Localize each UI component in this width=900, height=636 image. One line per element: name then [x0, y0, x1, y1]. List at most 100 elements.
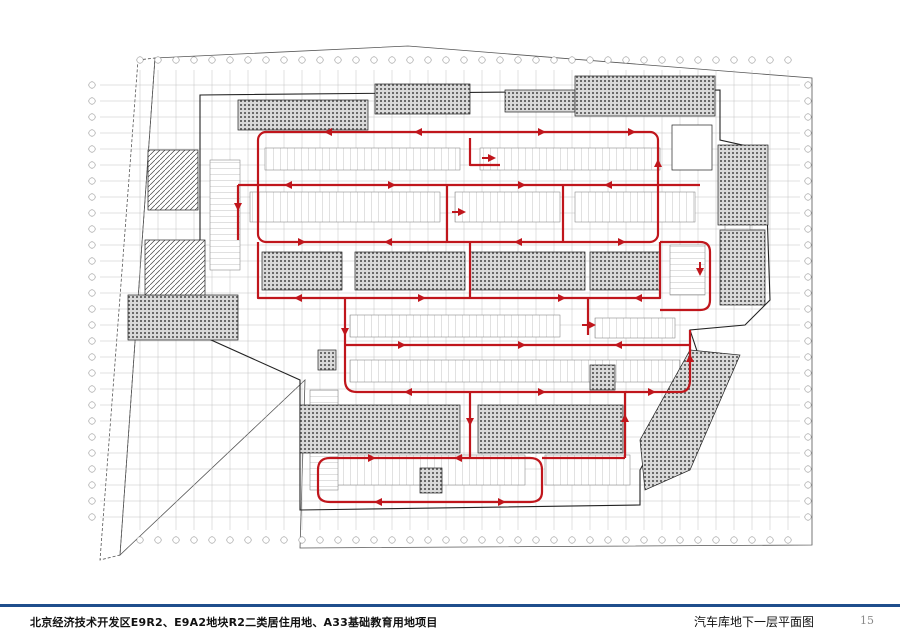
axis-bubble	[226, 536, 234, 544]
project-title: 北京经济技术开发区E9R2、E9A2地块R2二类居住用地、A33基础教育用地项目	[30, 616, 438, 629]
axis-bubble	[460, 56, 468, 64]
axis-bubble	[804, 177, 812, 185]
axis-bubble	[586, 536, 594, 544]
axis-bubble	[88, 257, 96, 265]
axis-bubble	[88, 321, 96, 329]
axis-bubble	[88, 385, 96, 393]
axis-bubble	[604, 56, 612, 64]
axis-bubble	[784, 56, 792, 64]
axis-bubble	[88, 113, 96, 121]
axis-bubble	[442, 536, 450, 544]
axis-bubble	[804, 257, 812, 265]
axis-bubble	[804, 81, 812, 89]
axis-bubble	[604, 536, 612, 544]
axis-bubble	[676, 56, 684, 64]
route-arrows	[234, 128, 704, 506]
axis-bubble	[804, 401, 812, 409]
axis-bubble	[622, 56, 630, 64]
axis-bubble	[478, 56, 486, 64]
axis-bubble	[804, 433, 812, 441]
axis-bubble	[244, 536, 252, 544]
axis-bubble	[532, 536, 540, 544]
axis-bubble	[712, 536, 720, 544]
axis-bubble	[154, 56, 162, 64]
axis-bubble	[460, 536, 468, 544]
axis-bubble	[190, 536, 198, 544]
axis-bubble	[88, 353, 96, 361]
axis-bubble	[406, 536, 414, 544]
axis-bubble	[334, 56, 342, 64]
axis-bubble	[804, 385, 812, 393]
axis-bubble	[550, 536, 558, 544]
axis-bubble	[424, 536, 432, 544]
floor-plan-svg	[88, 45, 813, 561]
axis-bubble	[334, 536, 342, 544]
axis-bubble	[766, 536, 774, 544]
axis-bubble	[280, 536, 288, 544]
axis-bubble	[88, 81, 96, 89]
axis-bubble	[370, 56, 378, 64]
axis-bubble	[442, 56, 450, 64]
axis-bubble	[88, 273, 96, 281]
axis-bubble	[88, 97, 96, 105]
axis-bubble	[262, 56, 270, 64]
axis-bubble	[694, 536, 702, 544]
axis-bubble	[88, 433, 96, 441]
axis-bubble	[88, 209, 96, 217]
axis-bubble	[88, 193, 96, 201]
axis-bubble	[804, 97, 812, 105]
axis-bubble	[172, 536, 180, 544]
axis-bubble	[676, 536, 684, 544]
axis-bubble	[208, 56, 216, 64]
axis-bubble	[370, 536, 378, 544]
axis-bubble	[514, 56, 522, 64]
axis-bubble	[804, 289, 812, 297]
axis-bubble	[514, 536, 522, 544]
axis-bubble	[88, 417, 96, 425]
axis-bubble	[804, 465, 812, 473]
axis-bubble	[88, 129, 96, 137]
axis-bubble	[172, 56, 180, 64]
page-number: 15	[860, 614, 874, 627]
axis-bubble	[352, 536, 360, 544]
axis-bubble	[406, 56, 414, 64]
axis-bubble	[244, 56, 252, 64]
axis-bubbles	[88, 56, 812, 544]
axis-bubble	[804, 241, 812, 249]
floor-plan-drawing	[88, 45, 813, 561]
axis-bubble	[640, 536, 648, 544]
axis-bubble	[730, 56, 738, 64]
building-cores	[127, 75, 769, 494]
axis-bubble	[88, 449, 96, 457]
axis-bubble	[208, 536, 216, 544]
axis-bubble	[804, 497, 812, 505]
axis-bubble	[88, 337, 96, 345]
footer-rule	[0, 604, 900, 607]
axis-bubble	[622, 536, 630, 544]
axis-bubble	[496, 536, 504, 544]
axis-bubble	[88, 369, 96, 377]
axis-bubble	[730, 536, 738, 544]
axis-bubble	[804, 513, 812, 521]
axis-bubble	[88, 145, 96, 153]
garage-outline	[199, 89, 771, 511]
axis-bubble	[88, 465, 96, 473]
axis-bubble	[712, 56, 720, 64]
axis-bubble	[280, 56, 288, 64]
axis-bubble	[388, 56, 396, 64]
axis-bubble	[694, 56, 702, 64]
axis-bubble	[804, 369, 812, 377]
drawing-title: 汽车库地下一层平面图	[694, 615, 815, 629]
axis-bubble	[388, 536, 396, 544]
axis-bubble	[88, 481, 96, 489]
axis-bubble	[804, 273, 812, 281]
axis-bubble	[804, 321, 812, 329]
axis-bubble	[88, 225, 96, 233]
axis-bubble	[804, 481, 812, 489]
axis-bubble	[804, 225, 812, 233]
axis-bubble	[640, 56, 648, 64]
axis-bubble	[804, 129, 812, 137]
axis-bubble	[424, 56, 432, 64]
axis-bubble	[496, 56, 504, 64]
axis-bubble	[226, 56, 234, 64]
